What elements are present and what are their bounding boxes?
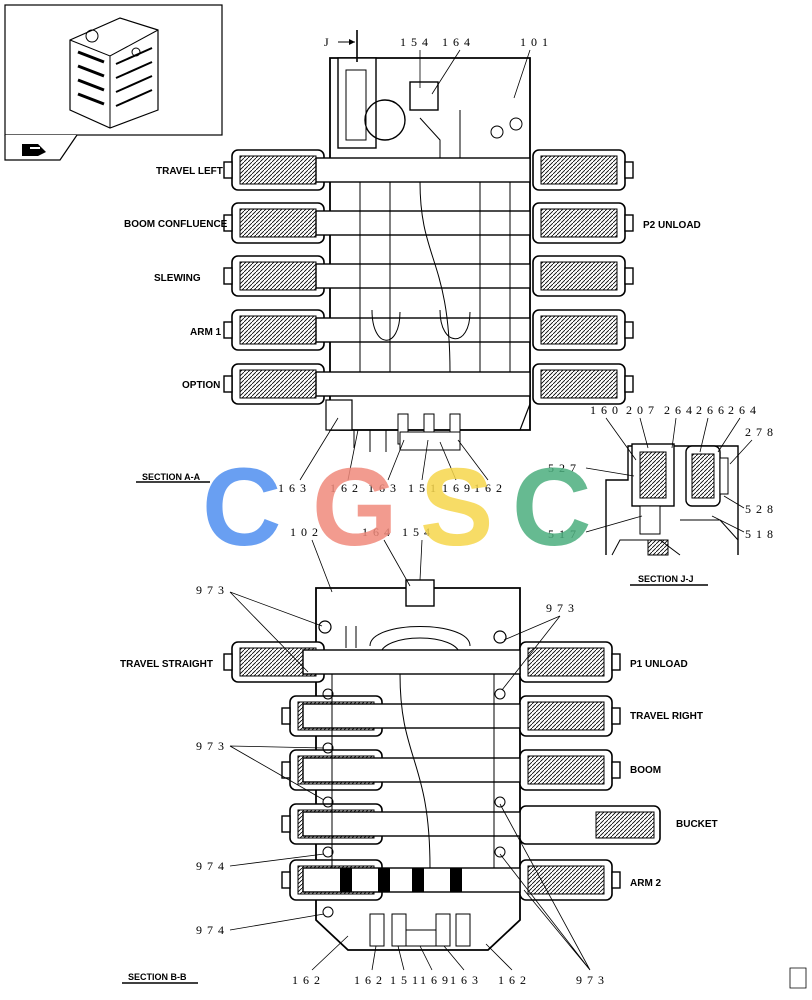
label-arm-2: ARM 2 <box>630 878 662 889</box>
valve-thumbnail-icon <box>69 17 159 129</box>
part-number: 162 <box>474 481 507 495</box>
label-boom: BOOM <box>630 765 661 776</box>
part-number: 278 <box>745 425 778 439</box>
part-number: 101 <box>520 35 553 49</box>
part-number: 163 <box>450 973 483 987</box>
part-number: 169 <box>420 973 453 987</box>
part-number: 974 <box>196 859 229 873</box>
part-number: 151 <box>408 481 441 495</box>
part-number: 102 <box>290 525 323 539</box>
part-number: 517 <box>548 527 581 541</box>
part-number: 973 <box>546 601 579 615</box>
section-bb-title: SECTION B-B <box>128 972 187 982</box>
watermark-letter: C <box>512 446 591 569</box>
part-number: 162 <box>498 973 531 987</box>
corner-mark-icon <box>789 967 807 989</box>
label-p2-unload: P2 UNLOAD <box>643 220 701 231</box>
label-travel-left: TRAVEL LEFT <box>156 166 223 177</box>
part-number: 264 <box>664 403 697 417</box>
arrow-icon <box>22 144 46 156</box>
section-aa-title: SECTION A-A <box>142 472 201 482</box>
watermark-letter: S <box>420 446 493 569</box>
section-bb-view <box>223 579 661 951</box>
part-number: 151 <box>390 973 423 987</box>
watermark-letter: C <box>202 446 281 569</box>
part-number: 973 <box>196 739 229 753</box>
thumbnail-panel <box>4 4 223 161</box>
section-aa-view <box>223 57 634 452</box>
part-number: 518 <box>745 527 778 541</box>
part-number: 974 <box>196 923 229 937</box>
part-number: 160 <box>590 403 623 417</box>
part-number: 154 <box>400 35 433 49</box>
part-number: 163 <box>368 481 401 495</box>
part-number: 527 <box>548 461 581 475</box>
label-travel-right: TRAVEL RIGHT <box>630 711 703 722</box>
watermark: C G S C <box>202 446 591 569</box>
label-arm-1: ARM 1 <box>190 327 222 338</box>
label-boom-confluence: BOOM CONFLUENCE <box>124 219 228 230</box>
label-slewing: SLEWING <box>154 273 201 284</box>
part-number: 528 <box>745 502 778 516</box>
part-number: 164 <box>442 35 475 49</box>
label-bucket: BUCKET <box>676 819 718 830</box>
part-number: 973 <box>196 583 229 597</box>
label-travel-straight: TRAVEL STRAIGHT <box>120 659 213 670</box>
watermark-letter: G <box>312 446 398 569</box>
section-marker-j: J <box>324 30 358 62</box>
section-jj-title: SECTION J-J <box>638 574 694 584</box>
part-number: 264 <box>728 403 761 417</box>
label-option: OPTION <box>182 380 220 391</box>
part-number: 163 <box>278 481 311 495</box>
part-number: 162 <box>354 973 387 987</box>
part-number: 162 <box>292 973 325 987</box>
part-number: 973 <box>576 973 609 987</box>
part-number: 154 <box>402 525 435 539</box>
part-number: 266 <box>696 403 729 417</box>
part-number: 169 <box>442 481 475 495</box>
part-number: 162 <box>330 481 363 495</box>
label-p1-unload: P1 UNLOAD <box>630 659 688 670</box>
part-number: 164 <box>362 525 395 539</box>
part-number: 207 <box>626 403 659 417</box>
section-jj-view <box>605 443 739 556</box>
section-marker-label: J <box>324 35 334 49</box>
